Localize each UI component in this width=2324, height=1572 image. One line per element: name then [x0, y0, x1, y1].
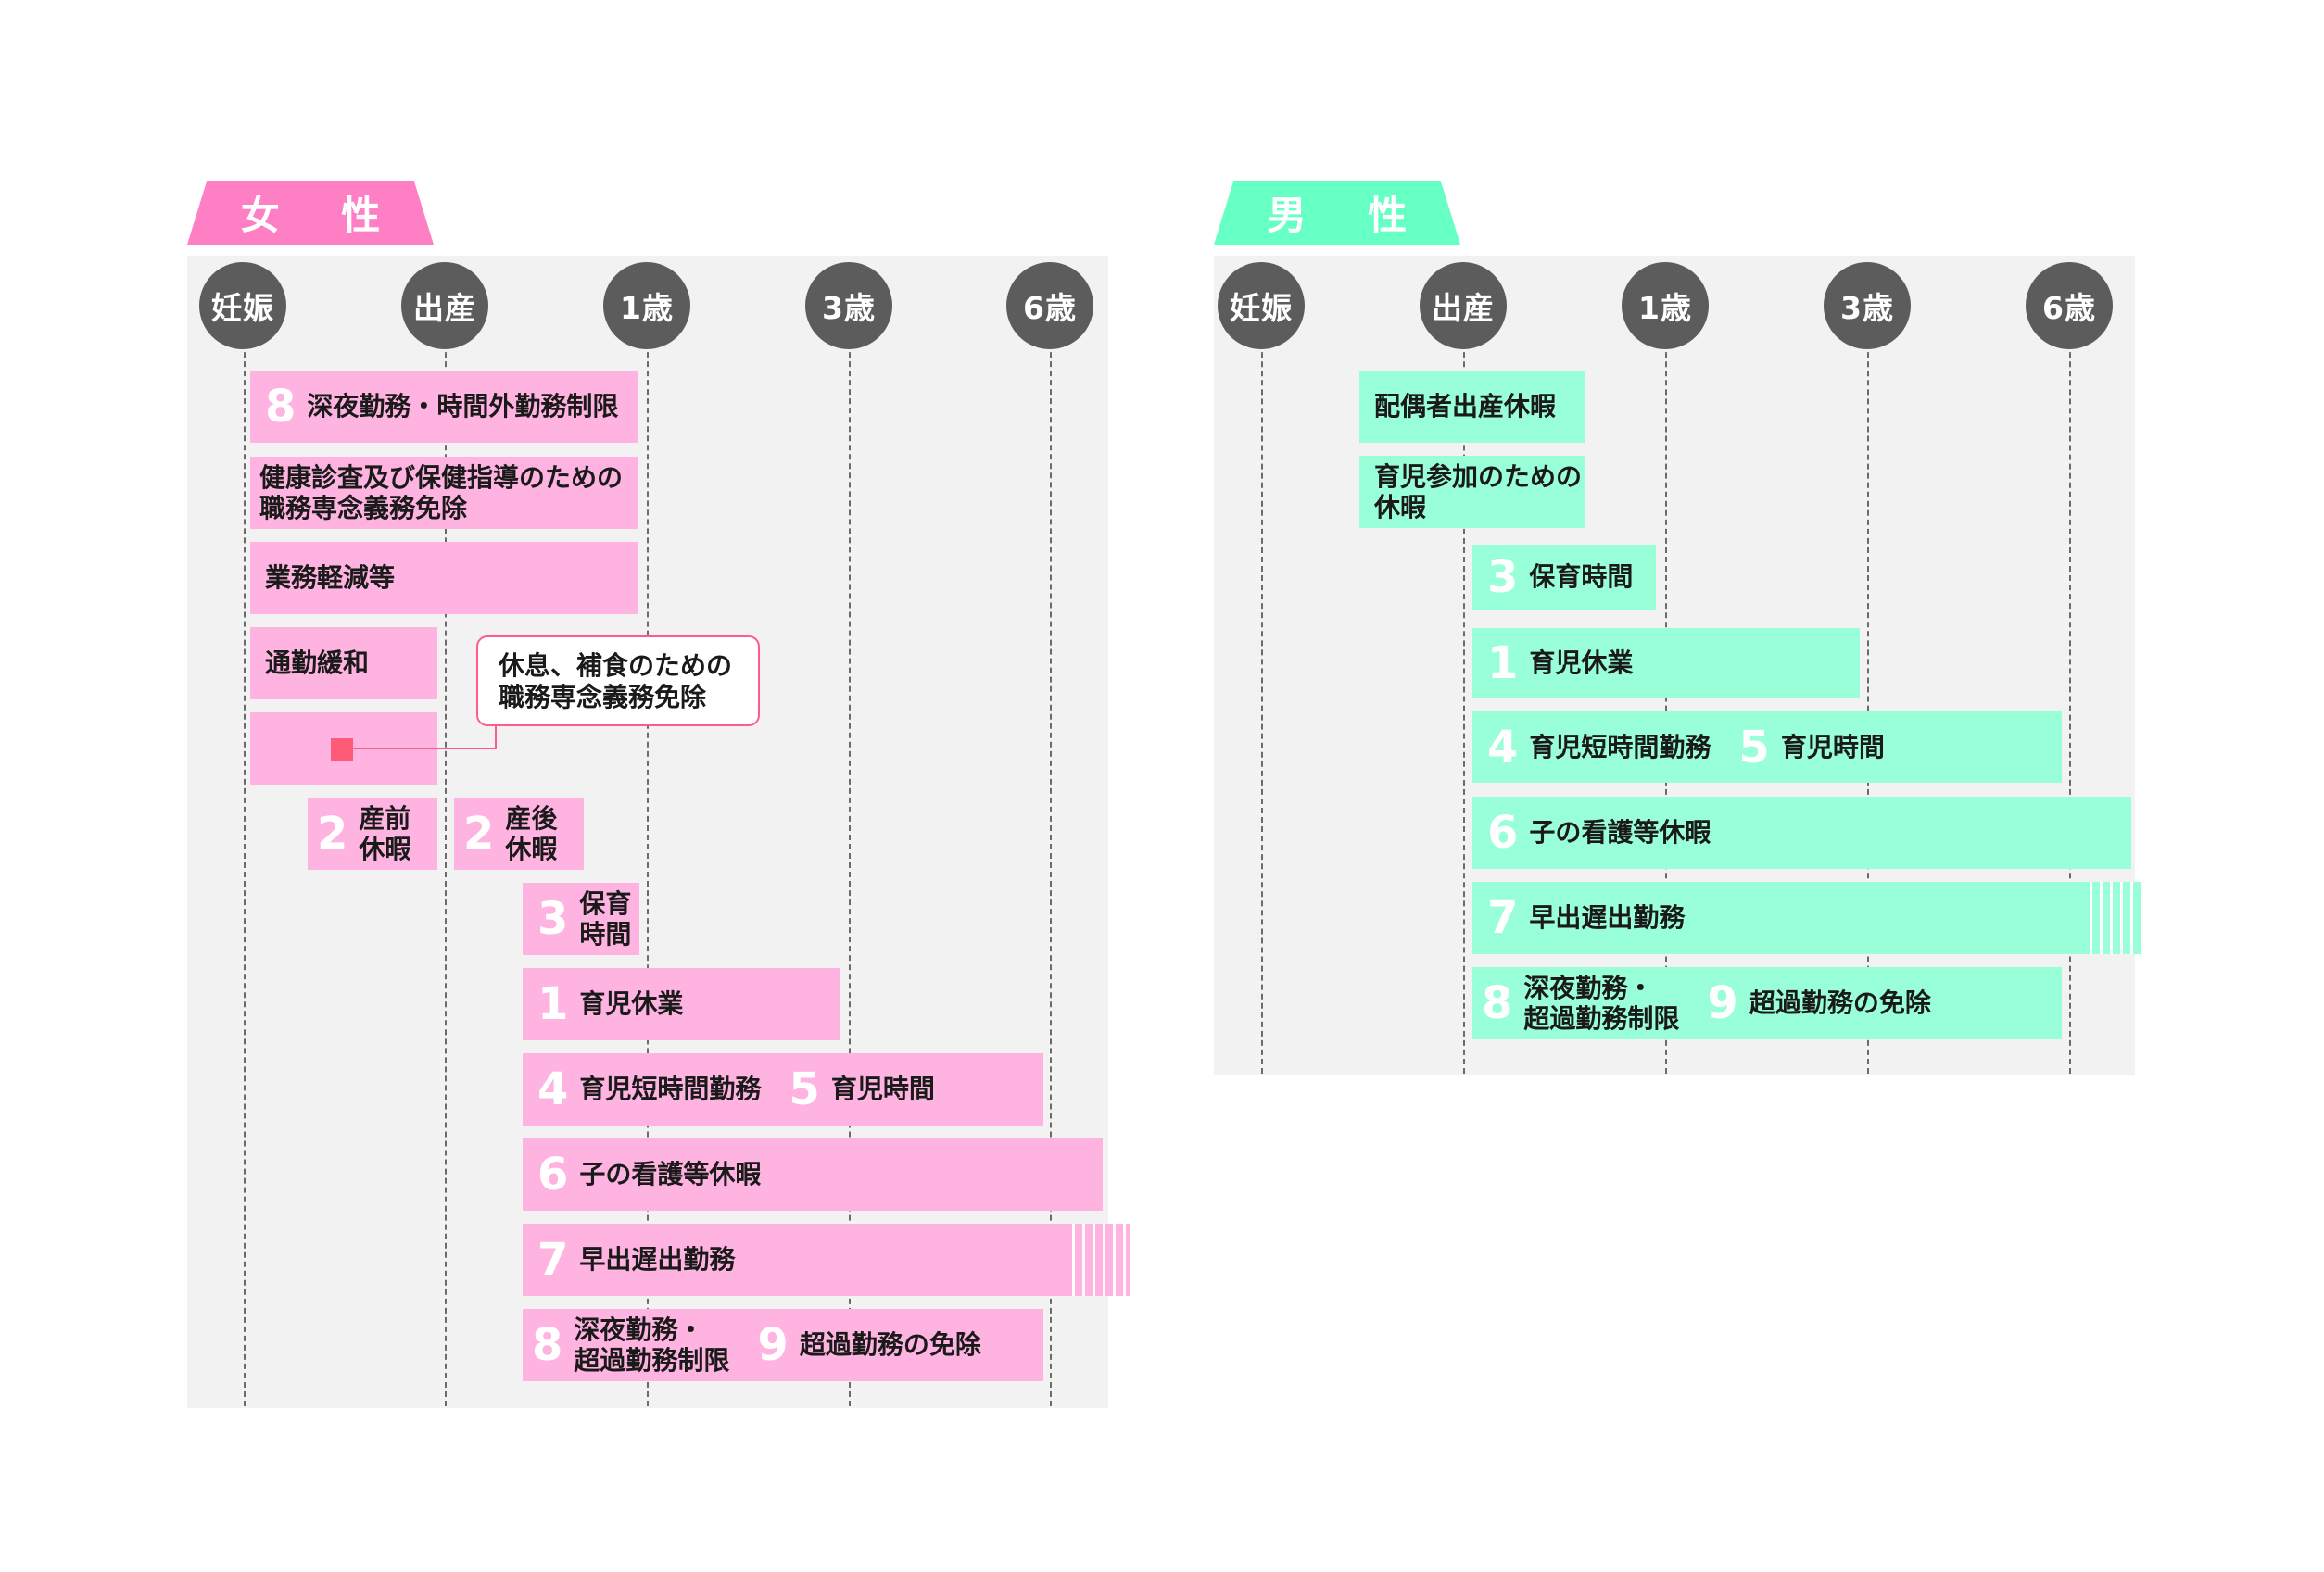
item-label: 育児短時間勤務: [1529, 731, 1711, 762]
item-label: 子の看護等休暇: [579, 1159, 762, 1190]
item-label-line2: 超過勤務制限: [574, 1345, 730, 1376]
male-bar-flexible-shift-continuation: [2082, 882, 2141, 954]
item-number: 4: [1487, 721, 1519, 773]
item-number: 3: [537, 893, 569, 945]
callout-line1: 休息、補食のための: [499, 650, 733, 681]
male-bar-childcare-participation-leave: 育児参加のための 休暇: [1359, 456, 1585, 528]
male-stage-birth: 出産: [1420, 262, 1507, 349]
female-bar-childcare-leave: 1 育児休業: [523, 968, 840, 1040]
female-bar-flexible-shift-continuation: [1065, 1224, 1130, 1296]
item-label: 育児休業: [1529, 647, 1634, 678]
item-number: 1: [1487, 636, 1519, 689]
male-guide-birth: [1463, 306, 1465, 1074]
female-stage-pregnancy: 妊娠: [199, 262, 286, 349]
male-bar-child-nursing-leave: 6 子の看護等休暇: [1472, 797, 2131, 869]
item-label-line2: 休暇: [359, 834, 411, 864]
male-stage-pregnancy: 妊娠: [1218, 262, 1305, 349]
item-label: 配偶者出産休暇: [1374, 391, 1557, 422]
male-tab: 男 性: [1214, 181, 1460, 245]
female-bar-night-overtime-limit: 8 深夜勤務・時間外勤務制限: [250, 371, 638, 443]
female-bar-commute-relief: 通勤緩和: [250, 627, 437, 699]
item-number: 8: [532, 1319, 563, 1371]
female-guide-age6: [1050, 306, 1052, 1406]
item-label-line1: 深夜勤務・: [574, 1314, 704, 1345]
item-number-2: 5: [1738, 721, 1770, 773]
item-label-line1: 産前: [359, 802, 411, 834]
female-bar-health-checkup-exemption: 健康診査及び保健指導のための 職務専念義務免除: [250, 457, 638, 529]
female-tab: 女 性: [187, 181, 434, 245]
item-number: 4: [537, 1063, 569, 1115]
female-bar-prenatal-leave: 2 産前 休暇: [308, 798, 437, 870]
item-label-line2: 休暇: [505, 834, 558, 864]
item-label-line1: 深夜勤務・: [1523, 972, 1654, 1003]
male-stage-age3: 3歳: [1824, 262, 1911, 349]
item-label-line2: 休暇: [1374, 492, 1427, 522]
female-stage-birth: 出産: [401, 262, 488, 349]
female-guide-age3: [849, 306, 851, 1406]
item-number: 8: [265, 381, 297, 433]
male-bar-short-hours-childcare-time: 4 育児短時間勤務 5 育児時間: [1472, 711, 2062, 783]
callout-marker: [331, 738, 353, 761]
item-label-2: 超過勤務の免除: [799, 1329, 981, 1361]
male-bar-spouse-birth-leave: 配偶者出産休暇: [1359, 371, 1585, 443]
female-bar-postnatal-leave: 2 産後 休暇: [454, 798, 584, 870]
item-label: 早出遅出勤務: [1529, 902, 1686, 934]
female-bar-nursing-time: 3 保育時間: [523, 883, 639, 955]
item-label-line2: 超過勤務制限: [1523, 1003, 1680, 1034]
male-bar-night-overtime-exemption: 8 深夜勤務・ 超過勤務制限 9 超過勤務の免除: [1472, 967, 2062, 1039]
rest-meal-callout: 休息、補食のための 職務専念義務免除: [476, 635, 760, 726]
callout-leader-horizontal: [351, 748, 497, 749]
item-label: 保育時間: [579, 887, 632, 949]
item-number-2: 9: [1707, 977, 1738, 1029]
female-guide-pregnancy: [244, 306, 246, 1406]
item-number: 8: [1482, 977, 1513, 1029]
item-number: 7: [537, 1234, 569, 1286]
female-bar-child-nursing-leave: 6 子の看護等休暇: [523, 1138, 1103, 1211]
item-number: 7: [1487, 892, 1519, 944]
female-stage-age3: 3歳: [805, 262, 892, 349]
male-bar-childcare-leave: 1 育児休業: [1472, 628, 1860, 698]
female-guide-age1: [647, 306, 649, 1406]
female-bar-night-overtime-exemption: 8 深夜勤務・ 超過勤務制限 9 超過勤務の免除: [523, 1309, 1043, 1381]
male-bar-flexible-shift: 7 早出遅出勤務: [1472, 882, 2082, 954]
female-stage-age6: 6歳: [1006, 262, 1093, 349]
item-number: 6: [537, 1149, 569, 1201]
male-guide-pregnancy: [1261, 306, 1263, 1074]
female-bar-flexible-shift: 7 早出遅出勤務: [523, 1224, 1065, 1296]
male-guide-age6: [2069, 306, 2071, 1074]
item-label: 育児休業: [579, 988, 684, 1020]
item-number: 1: [537, 978, 569, 1030]
female-bar-short-hours-childcare-time: 4 育児短時間勤務 5 育児時間: [523, 1053, 1043, 1126]
item-number-2: 5: [789, 1063, 820, 1115]
item-number: 2: [463, 808, 495, 860]
item-label: 保育時間: [1529, 561, 1634, 593]
item-label: 子の看護等休暇: [1529, 817, 1711, 849]
callout-leader-vertical: [495, 723, 497, 749]
male-guide-age3: [1867, 306, 1869, 1074]
item-number-2: 9: [757, 1319, 789, 1371]
item-number: 3: [1487, 551, 1519, 603]
item-label-line2: 職務専念義務免除: [259, 493, 468, 523]
male-stage-age6: 6歳: [2026, 262, 2113, 349]
callout-line2: 職務専念義務免除: [499, 682, 707, 713]
item-label-2: 超過勤務の免除: [1749, 987, 1931, 1019]
item-number: 2: [317, 808, 348, 860]
male-bar-nursing-time: 3 保育時間: [1472, 545, 1656, 610]
item-label: 早出遅出勤務: [579, 1244, 736, 1276]
item-label-line1: 健康診査及び保健指導のための: [259, 461, 624, 493]
item-label: 深夜勤務・時間外勤務制限: [307, 391, 619, 422]
item-label-2: 育児時間: [830, 1074, 935, 1105]
female-bar-workload-reduction: 業務軽減等: [250, 542, 638, 614]
item-label-line1: 育児参加のための: [1374, 460, 1583, 492]
item-label: 育児短時間勤務: [579, 1074, 762, 1105]
female-guide-birth: [445, 306, 447, 1406]
female-stage-age1: 1歳: [603, 262, 690, 349]
item-label-2: 育児時間: [1780, 731, 1885, 762]
item-label: 業務軽減等: [265, 562, 396, 594]
item-label-line1: 産後: [505, 802, 558, 834]
item-label: 通勤緩和: [265, 648, 370, 679]
male-stage-age1: 1歳: [1622, 262, 1709, 349]
item-number: 6: [1487, 807, 1519, 859]
